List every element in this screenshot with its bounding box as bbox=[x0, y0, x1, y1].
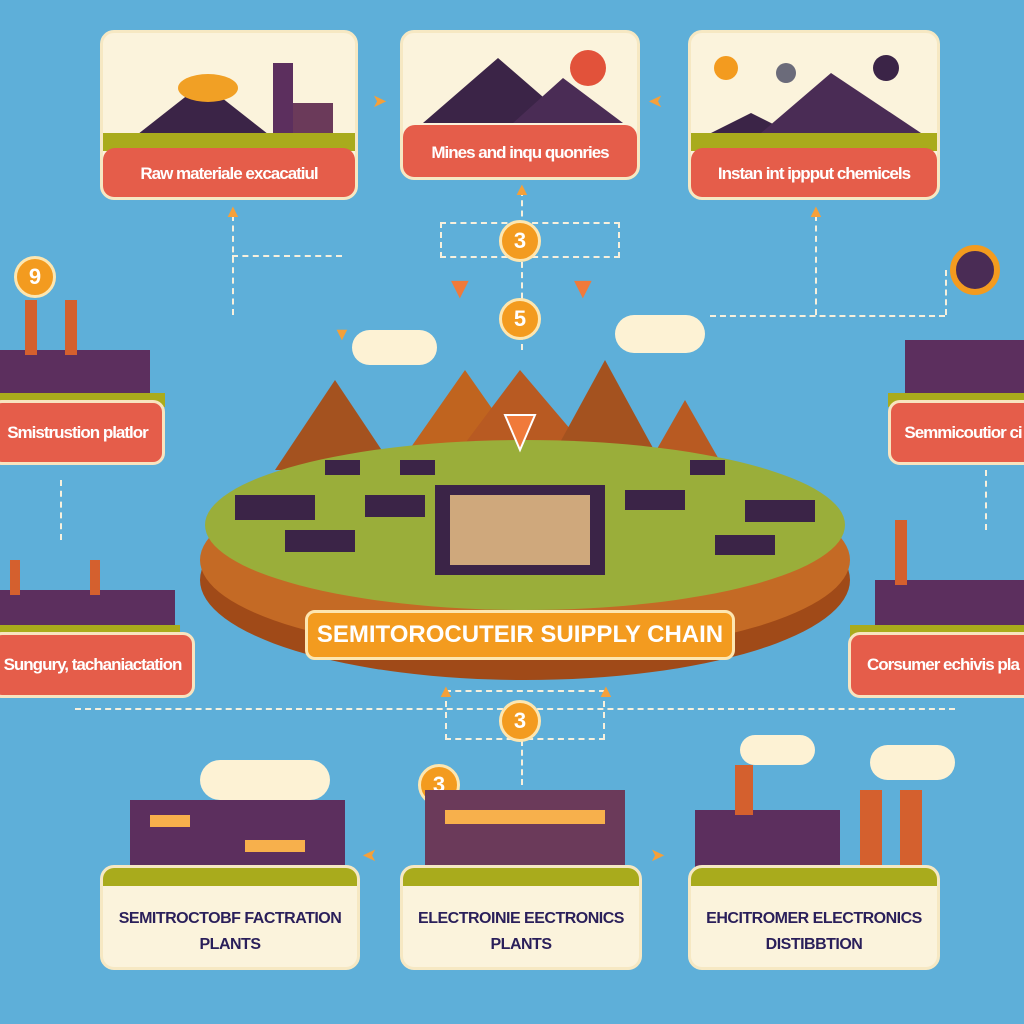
factory-chimney bbox=[10, 560, 20, 595]
electronics-plants-card[interactable]: ELECTROINIE EECTRONICS PLANTS bbox=[400, 865, 642, 970]
step-badge-top: 3 bbox=[499, 220, 541, 262]
factory-illustration bbox=[905, 340, 1024, 395]
mountain-mine-illustration bbox=[133, 63, 333, 138]
factory-chimney bbox=[90, 560, 100, 595]
arrow-up-icon: ▲ bbox=[597, 681, 615, 701]
factory-illustration bbox=[130, 800, 345, 870]
connector-line bbox=[521, 740, 523, 785]
raw-materials-card[interactable]: Raw materiale excacatiul bbox=[100, 30, 358, 200]
arrow-left-icon: ➤ bbox=[648, 91, 664, 111]
fabrication-plants-label-line2: PLANTS bbox=[199, 936, 262, 953]
factory-chimney bbox=[895, 520, 907, 585]
smoke-cloud bbox=[870, 745, 955, 780]
fabrication-plants-card[interactable]: SEMITROCTOBF FACTRATION PLANTS bbox=[100, 865, 360, 970]
chemicals-label: Instan int ippput chemicels bbox=[691, 148, 937, 197]
connector-line bbox=[232, 215, 234, 315]
smoke-cloud bbox=[200, 760, 330, 800]
connector-line bbox=[985, 470, 987, 530]
arrow-up-icon: ▲ bbox=[224, 201, 242, 221]
factory-illustration bbox=[0, 350, 150, 395]
arrow-left-icon: ➤ bbox=[362, 845, 378, 865]
arrow-right-icon: ➤ bbox=[650, 845, 666, 865]
arrow-up-icon: ▲ bbox=[807, 201, 825, 221]
gem-icon: ▼ bbox=[568, 272, 598, 305]
factory-chimney bbox=[25, 300, 37, 355]
connector-line bbox=[60, 480, 62, 540]
gem-icon: ▼ bbox=[445, 272, 475, 305]
distribution-label-line1: EHCITROMER ELECTRONICS bbox=[706, 910, 922, 927]
gears-mountains-illustration bbox=[711, 55, 921, 133]
raw-materials-label: Raw materiale excacatiul bbox=[103, 148, 355, 197]
left-lower-label[interactable]: Sungury, tachaniactation bbox=[0, 632, 195, 698]
factory-illustration bbox=[695, 810, 840, 870]
factory-chimney bbox=[900, 790, 922, 870]
distribution-card[interactable]: EHCITROMER ELECTRONICS DISTIBBTION bbox=[688, 865, 940, 970]
factory-illustration bbox=[425, 790, 625, 870]
fabrication-plants-label-line1: SEMITROCTOBF FACTRATION bbox=[118, 910, 342, 927]
connector-line bbox=[521, 190, 523, 350]
smoke-cloud bbox=[740, 735, 815, 765]
cloud bbox=[615, 315, 705, 353]
arrow-up-icon: ▲ bbox=[437, 681, 455, 701]
factory-illustration bbox=[0, 590, 175, 630]
arrow-right-icon: ➤ bbox=[372, 91, 388, 111]
connector-line bbox=[710, 315, 945, 317]
right-upper-label[interactable]: Semmicoutior ci bbox=[888, 400, 1024, 465]
electronics-plants-label-line1: ELECTROINIE EECTRONICS bbox=[418, 910, 624, 927]
cloud bbox=[352, 330, 437, 365]
mountains-illustration bbox=[423, 50, 623, 123]
chemicals-card[interactable]: Instan int ippput chemicels bbox=[688, 30, 940, 200]
left-upper-label[interactable]: Smistrustion platlor bbox=[0, 400, 165, 465]
connector-line bbox=[945, 270, 947, 315]
center-banner: SEMITOROCUTEIR SUIPPLY CHAIN bbox=[305, 610, 735, 660]
step-badge-left: 9 bbox=[14, 256, 56, 298]
arrow-up-icon: ▲ bbox=[513, 179, 531, 199]
mines-card[interactable]: Mines and inqu quonries bbox=[400, 30, 640, 180]
mines-label: Mines and inqu quonries bbox=[403, 125, 637, 177]
factory-chimney bbox=[735, 765, 753, 815]
step-badge-bottom: 3 bbox=[499, 700, 541, 742]
distribution-label-line2: DISTIBBTION bbox=[765, 936, 863, 953]
factory-chimney bbox=[860, 790, 882, 870]
arrow-down-icon: ▼ bbox=[333, 324, 351, 344]
factory-illustration bbox=[875, 580, 1024, 630]
electronics-plants-label-line2: PLANTS bbox=[490, 936, 553, 953]
connector-line bbox=[232, 255, 342, 257]
connector-line bbox=[815, 215, 817, 315]
gear-icon bbox=[950, 245, 1000, 295]
right-lower-label[interactable]: Corsumer echivis pla bbox=[848, 632, 1024, 698]
step-badge-middle: 5 bbox=[499, 298, 541, 340]
factory-chimney bbox=[65, 300, 77, 355]
